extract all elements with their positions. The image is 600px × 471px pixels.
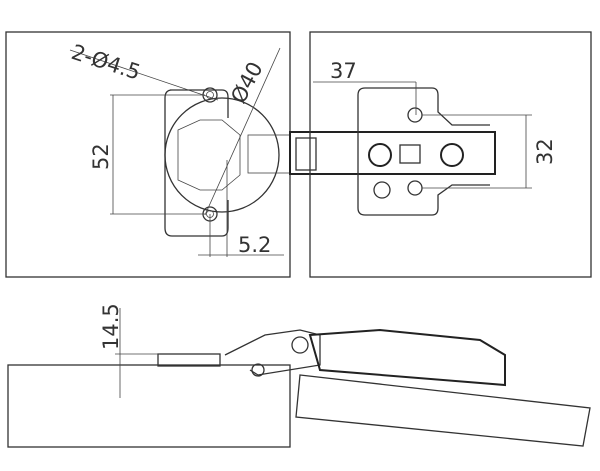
- holes-dimension-label: 2-Ø4.5: [68, 40, 143, 85]
- hinge-cup-circle: [164, 97, 280, 213]
- door-plan-view: 2-Ø4.5 Ø40 52 5.2: [5, 31, 291, 278]
- adjust-screw-icon: [368, 143, 392, 167]
- cabinet-plan-view: 37 32: [309, 31, 592, 278]
- hinge-arm-body: [289, 131, 496, 175]
- side-section-view: 14.5: [7, 303, 591, 448]
- cabinet-side-panel: [7, 364, 291, 448]
- plate-hole-bottom: [407, 180, 423, 196]
- cup-section: [157, 353, 221, 367]
- plate-distance-label: 37: [330, 59, 357, 83]
- cabinet-panel-outline: [309, 31, 592, 278]
- hinge-link: [224, 329, 321, 376]
- plate-hole-top: [407, 107, 423, 123]
- door-panel-section: [295, 374, 591, 447]
- cup-inner: [177, 119, 241, 191]
- cup-diameter-label: Ø40: [226, 58, 268, 107]
- depth-screw-icon: [373, 181, 391, 199]
- offset-label: 5.2: [238, 233, 271, 257]
- hinge-arm-section: [308, 328, 506, 387]
- fixing-screw-icon: [440, 143, 464, 167]
- cup-depth-label: 14.5: [99, 303, 123, 350]
- hinge-arm: [247, 131, 496, 175]
- hole-spacing-label: 52: [89, 143, 113, 170]
- plate-hole-spacing-label: 32: [533, 138, 557, 165]
- mounting-plate: [357, 87, 490, 216]
